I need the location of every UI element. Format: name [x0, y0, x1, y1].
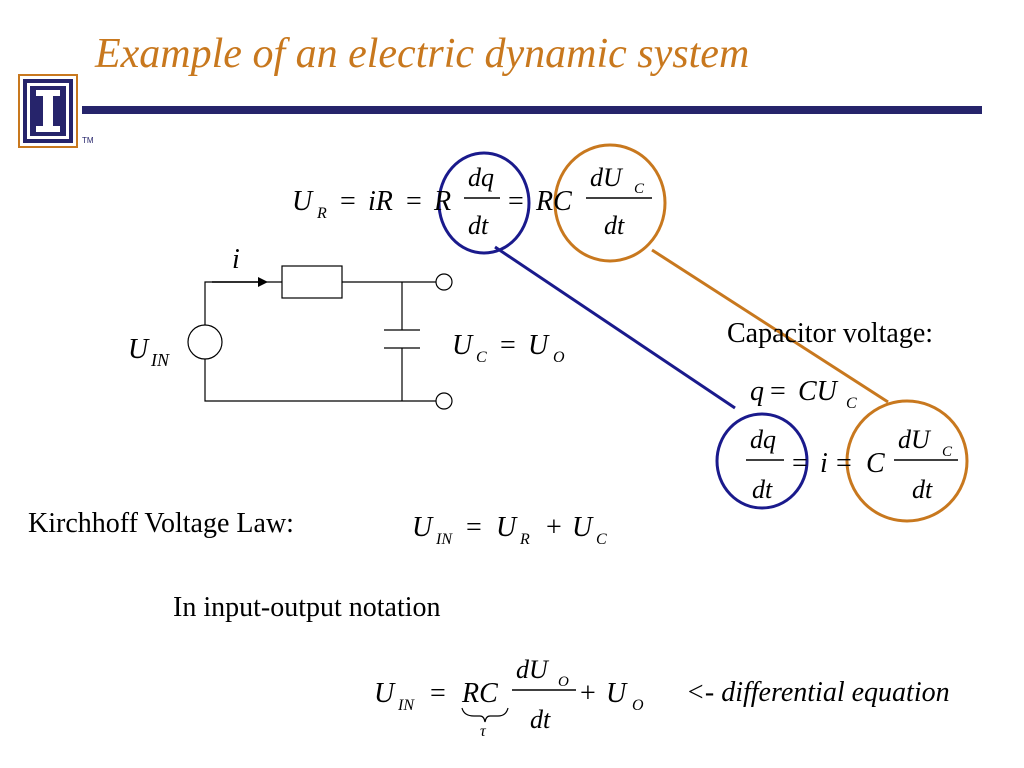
svg-text:U: U: [374, 678, 396, 709]
svg-text:R: R: [316, 205, 327, 222]
svg-text:=: =: [836, 448, 852, 479]
trademark-mark: TM: [82, 136, 94, 145]
svg-text:=: =: [792, 448, 808, 479]
orange-highlight-circle-bottom: [845, 399, 969, 523]
svg-text:C: C: [596, 531, 607, 548]
svg-text:=: =: [500, 330, 516, 361]
svg-text:U: U: [572, 512, 594, 543]
svg-text:IN: IN: [435, 531, 453, 548]
svg-text:i: i: [820, 448, 828, 479]
svg-text:C: C: [942, 444, 953, 460]
capacitor-voltage-label: Capacitor voltage:: [727, 318, 934, 349]
svg-text:dt: dt: [468, 211, 489, 240]
current-equation: dq dt = i = C dU C dt: [746, 425, 958, 504]
differential-equation: U IN = RC τ dU O dt + U O: [374, 655, 644, 740]
svg-text:C: C: [846, 395, 857, 412]
svg-text:=: =: [508, 186, 524, 217]
svg-text:=: =: [466, 512, 482, 543]
svg-text:O: O: [558, 674, 569, 690]
blue-highlight-circle-bottom: [715, 412, 809, 510]
svg-text:dq: dq: [750, 425, 776, 454]
charge-equation: q = CU C: [750, 376, 857, 412]
io-notation-label: In input-output notation: [173, 592, 441, 623]
svg-text:U: U: [452, 330, 474, 361]
rc-circuit: [187, 265, 453, 410]
svg-text:dU: dU: [898, 425, 932, 454]
kvl-equation: U IN = U R + U C: [412, 512, 607, 548]
svg-text:iR: iR: [368, 186, 393, 217]
blue-highlight-circle-top: [437, 151, 531, 255]
svg-text:q: q: [750, 376, 764, 407]
svg-text:dt: dt: [530, 705, 551, 734]
slide-title: Example of an electric dynamic system: [95, 31, 750, 77]
svg-text:U: U: [606, 678, 628, 709]
current-label: i: [232, 244, 240, 275]
svg-text:dU: dU: [516, 655, 550, 684]
svg-text:+: +: [580, 678, 596, 709]
blue-connector-line: [494, 245, 736, 410]
svg-text:dt: dt: [604, 211, 625, 240]
svg-text:RC: RC: [535, 186, 572, 217]
orange-highlight-circle-top: [553, 143, 667, 263]
kvl-label: Kirchhoff Voltage Law:: [28, 508, 294, 539]
svg-text:=: =: [340, 186, 356, 217]
svg-text:C: C: [476, 349, 487, 366]
differential-equation-note: <- differential equation: [686, 677, 950, 708]
resistor-voltage-equation: U R = iR = R dq dt = RC dU C dt: [292, 163, 652, 240]
svg-text:U: U: [292, 186, 314, 217]
svg-text:O: O: [632, 697, 644, 714]
svg-text:RC: RC: [461, 678, 498, 709]
orange-connector-line: [651, 248, 889, 404]
svg-text:=: =: [770, 376, 786, 407]
svg-text:dt: dt: [752, 475, 773, 504]
svg-text:C: C: [866, 448, 885, 479]
svg-text:U: U: [528, 330, 550, 361]
svg-text:CU: CU: [798, 376, 839, 407]
source-label: U: [128, 334, 150, 365]
svg-text:R: R: [519, 531, 530, 548]
svg-text:=: =: [406, 186, 422, 217]
svg-text:IN: IN: [397, 697, 415, 714]
svg-text:+: +: [546, 512, 562, 543]
svg-text:=: =: [430, 678, 446, 709]
svg-text:dq: dq: [468, 163, 494, 192]
svg-text:τ: τ: [480, 723, 487, 740]
svg-text:U: U: [496, 512, 518, 543]
svg-text:dU: dU: [590, 163, 624, 192]
svg-text:C: C: [634, 181, 645, 197]
title-rule: [82, 106, 982, 114]
svg-text:R: R: [433, 186, 451, 217]
source-label-sub: IN: [150, 350, 170, 370]
svg-text:O: O: [553, 349, 565, 366]
university-logo: [18, 74, 78, 148]
svg-text:U: U: [412, 512, 434, 543]
svg-text:dt: dt: [912, 475, 933, 504]
capacitor-output-equation: U C = U O: [452, 330, 565, 366]
